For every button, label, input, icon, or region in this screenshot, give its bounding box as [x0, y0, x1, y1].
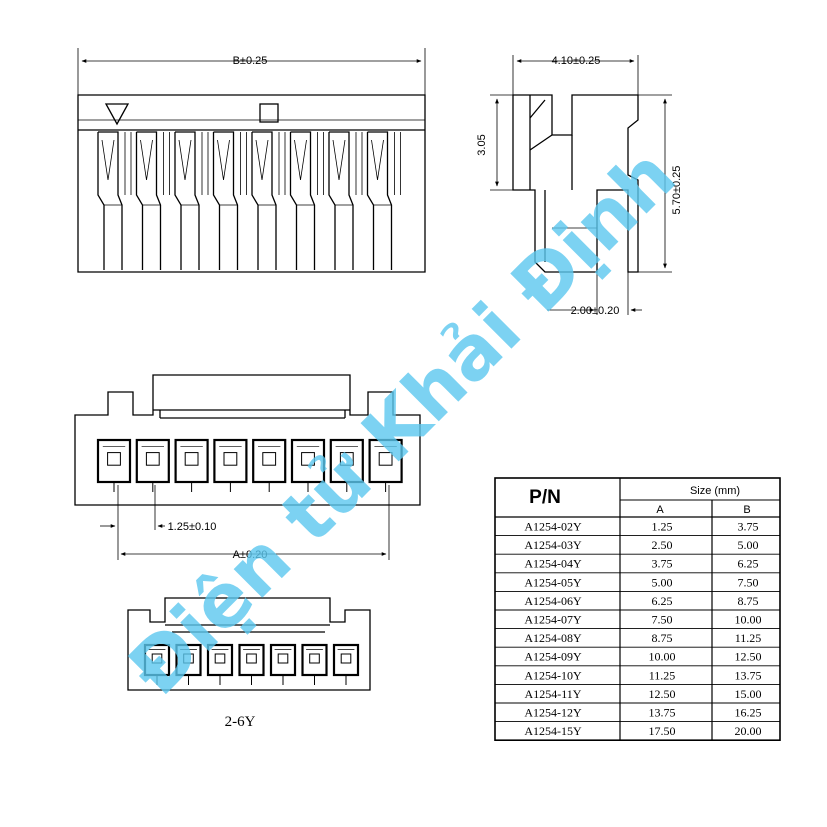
- small-cavity: [206, 643, 234, 685]
- size-b-cell: 7.50: [738, 575, 759, 589]
- part-number-cell: A1254-09Y: [524, 650, 582, 664]
- bottom-cavity: [96, 438, 132, 492]
- size-a-cell: 8.75: [652, 631, 673, 645]
- front-terminal-slot: [328, 131, 363, 270]
- size-a-cell: 3.75: [652, 557, 673, 571]
- front-terminal-slot: [366, 131, 401, 270]
- pin1-triangle-marker: [104, 103, 130, 126]
- table-row: A1254-11Y 12.50 15.00: [525, 687, 762, 701]
- front-terminal-slot: [289, 131, 324, 270]
- table-row: A1254-10Y 11.25 13.75: [524, 668, 761, 682]
- small-variant-view: [127, 597, 371, 691]
- col-b-header: B: [743, 504, 750, 516]
- table-row: A1254-02Y 1.25 3.75: [524, 520, 758, 534]
- part-number-cell: A1254-08Y: [524, 631, 582, 645]
- front-terminal-slot: [97, 131, 132, 270]
- size-b-cell: 5.00: [738, 538, 759, 552]
- part-number-cell: A1254-04Y: [524, 557, 582, 571]
- a-dimension-label: A±0.20: [233, 549, 268, 561]
- pitch-dimension-label: 1.25±0.10: [168, 521, 217, 533]
- bottom-cavity: [213, 438, 248, 492]
- table-row: A1254-05Y 5.00 7.50: [524, 575, 758, 589]
- table-row: A1254-04Y 3.75 6.25: [524, 557, 758, 571]
- size-a-cell: 7.50: [652, 613, 673, 627]
- part-number-cell: A1254-05Y: [524, 575, 582, 589]
- small-cavity: [269, 643, 297, 685]
- size-a-cell: 6.25: [652, 594, 673, 608]
- short-height-label: 3.05: [476, 134, 488, 155]
- part-number-cell: A1254-06Y: [524, 594, 582, 608]
- bottom-cavity: [290, 438, 326, 492]
- pn-header: P/N: [529, 487, 561, 508]
- size-a-cell: 12.50: [649, 687, 676, 701]
- table-row: A1254-08Y 8.75 11.25: [524, 631, 761, 645]
- part-number-cell: A1254-03Y: [524, 538, 582, 552]
- small-cavity: [301, 643, 328, 685]
- b-dimension-label: B±0.25: [233, 55, 268, 67]
- col-a-header: A: [656, 504, 664, 516]
- part-number-cell: A1254-02Y: [524, 520, 582, 534]
- small-cavity: [143, 643, 171, 685]
- small-cavity: [238, 643, 265, 685]
- table-row: A1254-15Y 17.50 20.00: [524, 724, 761, 738]
- small-view-cavities: [143, 643, 360, 685]
- table-row: A1254-03Y 2.50 5.00: [524, 538, 758, 552]
- small-cavity: [332, 643, 360, 685]
- size-b-cell: 12.50: [735, 650, 762, 664]
- front-terminal-slot: [212, 131, 247, 270]
- bottom-cavity: [174, 438, 209, 492]
- front-terminal-slot: [251, 131, 286, 270]
- size-b-cell: 6.25: [738, 557, 759, 571]
- table-row: A1254-06Y 6.25 8.75: [524, 594, 758, 608]
- size-a-cell: 5.00: [652, 575, 673, 589]
- view-label: 2-6Y: [225, 714, 256, 730]
- size-b-cell: 8.75: [738, 594, 759, 608]
- part-number-cell: A1254-15Y: [524, 724, 582, 738]
- bottom-cavity: [252, 438, 287, 492]
- table-row: A1254-07Y 7.50 10.00: [524, 613, 761, 627]
- size-a-cell: 17.50: [649, 724, 676, 738]
- bottom-width-label: 2.00±0.20: [571, 305, 620, 317]
- size-a-cell: 13.75: [649, 706, 676, 720]
- small-cavity: [175, 643, 202, 685]
- table-row: A1254-09Y 10.00 12.50: [524, 650, 761, 664]
- side-view: [490, 55, 672, 315]
- size-b-cell: 13.75: [735, 668, 762, 682]
- bottom-cavity: [329, 438, 364, 492]
- part-number-cell: A1254-12Y: [524, 706, 582, 720]
- total-height-label: 5.70±0.25: [671, 166, 683, 215]
- size-b-cell: 20.00: [735, 724, 762, 738]
- size-b-cell: 10.00: [735, 613, 762, 627]
- size-b-cell: 16.25: [735, 706, 762, 720]
- size-a-cell: 10.00: [649, 650, 676, 664]
- depth-dimension-label: 4.10±0.25: [552, 55, 601, 67]
- table-row: A1254-12Y 13.75 16.25: [524, 706, 761, 720]
- front-terminal-slot: [174, 131, 209, 270]
- bottom-view: [74, 374, 421, 560]
- size-b-cell: 15.00: [735, 687, 762, 701]
- size-a-cell: 2.50: [652, 538, 673, 552]
- bottom-cavity: [135, 438, 170, 492]
- part-number-cell: A1254-11Y: [525, 687, 582, 701]
- bottom-view-cavities: [96, 438, 403, 492]
- front-terminal-slots: [97, 131, 401, 270]
- front-view: [77, 48, 426, 273]
- square-marker: [259, 103, 279, 123]
- size-a-cell: 1.25: [652, 520, 673, 534]
- size-a-cell: 11.25: [649, 668, 676, 682]
- front-terminal-slot: [135, 131, 170, 270]
- size-b-cell: 11.25: [735, 631, 762, 645]
- size-header: Size (mm): [690, 485, 740, 497]
- part-number-cell: A1254-07Y: [524, 613, 582, 627]
- bottom-cavity: [368, 438, 403, 492]
- size-b-cell: 3.75: [738, 520, 759, 534]
- part-number-cell: A1254-10Y: [524, 668, 582, 682]
